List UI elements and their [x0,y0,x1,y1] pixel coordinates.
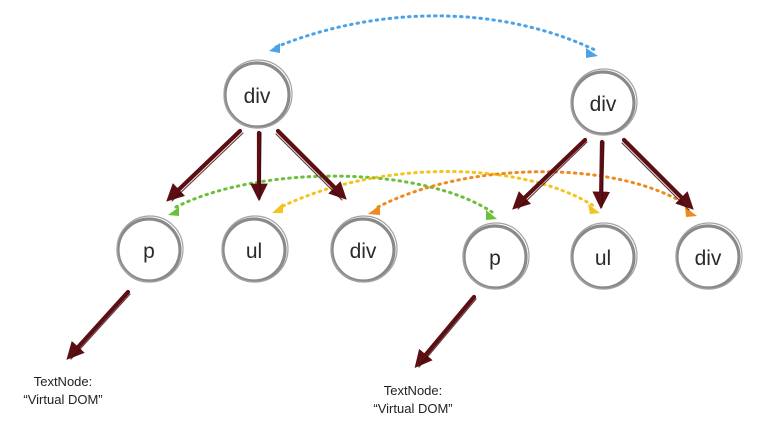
tree-2-div-node: div [675,222,743,290]
link-p-left-arrowhead [168,207,179,216]
tree-1-textnode-line1: TextNode: [34,374,93,389]
link-root-div-right-arrowhead [586,48,598,58]
tree-2-ul-node: ul [570,222,638,290]
edge-t1-root-div [275,128,347,200]
link-root-div-left-arrowhead [269,43,280,53]
edge-t1-root-p [166,128,243,202]
edge-t2-root-div [621,137,694,210]
link-div-left-arrowhead [368,205,380,215]
tree-2-root-node: div [570,68,638,136]
tree-1-textnode-line2: “Virtual DOM” [23,392,102,407]
tree-2-p-node: p [462,222,530,290]
tree-1-div-label: div [350,240,377,263]
tree-2-root-label: div [590,93,617,116]
tree-1: div p ul div TextNode: “Virtual DOM” [23,59,398,407]
tree-2-div-label: div [695,247,722,270]
tree-1-text-node: TextNode: “Virtual DOM” [23,374,102,407]
tree-2-p-label: p [489,247,501,270]
correspondence-links [168,14,697,220]
edge-t2-root-p [512,137,588,210]
edge-t2-root-ul [592,139,611,210]
tree-2-text-node: TextNode: “Virtual DOM” [373,383,452,416]
tree-1-div-node: div [330,215,398,283]
tree-2-textnode-line1: TextNode: [384,383,443,398]
link-p [174,174,494,214]
link-div [376,170,692,209]
tree-1-p-node: p [116,215,184,283]
link-p-right-arrowhead [486,210,497,220]
link-root-div [274,14,597,52]
link-ul [281,170,596,208]
edge-t2-p-textnode [414,294,477,369]
tree-2: div p ul div TextNode: “Virtual DOM” [373,68,743,416]
tree-1-ul-label: ul [246,240,262,263]
edge-t1-p-textnode [66,289,131,360]
tree-2-ul-label: ul [595,247,611,270]
tree-1-root-label: div [244,85,271,108]
tree-1-p-label: p [143,240,155,263]
tree-2-textnode-line2: “Virtual DOM” [373,401,452,416]
tree-1-ul-node: ul [221,215,289,283]
tree-edges [66,128,694,369]
link-ul-left-arrowhead [272,203,283,213]
tree-1-root-node: div [223,59,293,129]
